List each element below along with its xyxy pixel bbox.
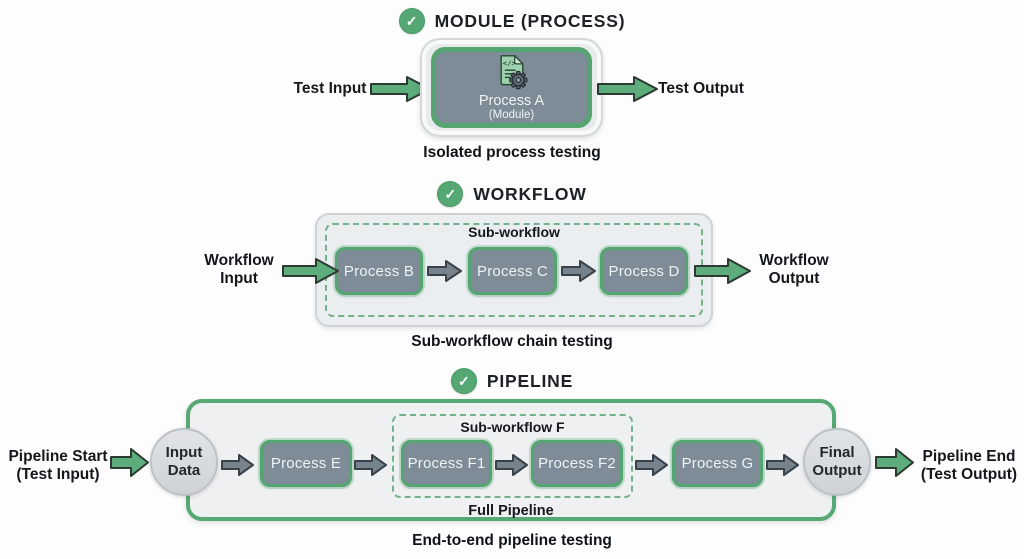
pipeline-start-arrow-icon (110, 446, 150, 479)
checkmark-icon: ✓ (437, 181, 464, 207)
checkmark-icon: ✓ (398, 8, 425, 34)
module-section-title: MODULE (PROCESS) (434, 10, 626, 31)
pipeline-arrow-e-f1-icon (354, 452, 388, 478)
module-input-label: Test Input (293, 80, 367, 97)
pipeline-end-arrow-icon (875, 446, 915, 479)
module-input-arrow-icon (370, 74, 432, 104)
module-process-node: </> Process A (Module) (431, 47, 592, 128)
pipeline-end-label: Pipeline End (Test Output) (920, 448, 1018, 483)
pipeline-start-label: Pipeline Start (Test Input) (8, 448, 108, 483)
pipeline-arrow-input-e-icon (221, 452, 255, 478)
pipeline-section-title: PIPELINE (486, 370, 574, 391)
process-b-node: Process B (335, 247, 423, 295)
svg-text:</>: </> (502, 59, 516, 68)
workflow-caption: Sub-workflow chain testing (411, 333, 613, 350)
workflow-title-row: ✓ WORKFLOW (0, 181, 1024, 207)
module-node-subtitle: (Module) (488, 109, 535, 121)
process-e-node: Process E (260, 440, 352, 487)
pipeline-arrow-f1-f2-icon (495, 452, 529, 478)
module-output-label: Test Output (658, 80, 744, 97)
process-c-node: Process C (468, 247, 557, 295)
process-f1-node: Process F1 (401, 440, 492, 487)
input-data-node: Input Data (150, 428, 218, 496)
workflow-output-arrow-icon (694, 256, 752, 286)
pipeline-title-row: ✓ PIPELINE (0, 368, 1024, 394)
process-d-node: Process D (600, 247, 688, 295)
final-output-node: Final Output (803, 428, 871, 496)
code-document-gear-icon: </> (499, 55, 527, 90)
pipeline-arrow-g-output-icon (766, 452, 800, 478)
subworkflow-label: Sub-workflow (468, 224, 560, 240)
workflow-arrow-c-d-icon (561, 258, 597, 284)
module-node-title: Process A (478, 93, 545, 109)
checkmark-glyph: ✓ (444, 185, 457, 202)
workflow-output-label: Workflow Output (759, 252, 829, 287)
subworkflow-f-label: Sub-workflow F (460, 419, 565, 435)
pipeline-caption: End-to-end pipeline testing (412, 532, 612, 549)
checkmark-glyph: ✓ (405, 12, 418, 29)
process-f2-node: Process F2 (531, 440, 623, 487)
module-title-row: ✓ MODULE (PROCESS) (0, 8, 1024, 34)
checkmark-icon: ✓ (450, 368, 477, 394)
workflow-input-label: Workflow Input (204, 252, 274, 287)
process-g-node: Process G (672, 440, 763, 487)
workflow-section-title: WORKFLOW (473, 183, 587, 204)
module-output-arrow-icon (597, 74, 659, 104)
full-pipeline-label: Full Pipeline (468, 503, 554, 519)
module-caption: Isolated process testing (423, 144, 601, 161)
subworkflow-f-dashed-border (392, 414, 633, 498)
checkmark-glyph: ✓ (458, 372, 470, 389)
pipeline-arrow-f2-g-icon (635, 452, 669, 478)
workflow-input-arrow-icon (282, 256, 340, 286)
workflow-arrow-b-c-icon (427, 258, 463, 284)
module-outer-shell: </> Process A (Module) (420, 38, 603, 137)
